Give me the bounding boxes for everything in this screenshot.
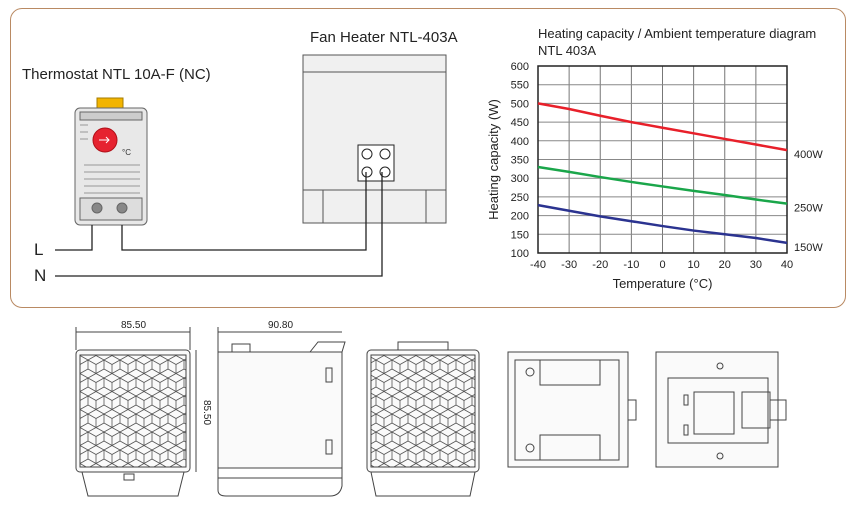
front-view xyxy=(75,327,197,497)
front-view-2 xyxy=(366,341,480,497)
x-tick-label: -40 xyxy=(530,259,546,271)
y-tick-label: 350 xyxy=(511,155,529,167)
y-tick-label: 200 xyxy=(511,211,529,223)
chart-subtitle: NTL 403A xyxy=(538,43,597,58)
rear-view xyxy=(507,351,637,468)
x-tick-label: 30 xyxy=(750,259,762,271)
y-tick-label: 600 xyxy=(511,61,529,73)
dim-front-width: 85.50 xyxy=(121,320,146,331)
series-label: 400W xyxy=(794,149,823,161)
heater-title: Fan Heater NTL-403A xyxy=(310,29,458,46)
chart-title: Heating capacity / Ambient temperature d… xyxy=(538,26,817,41)
y-axis-label: Heating capacity (W) xyxy=(486,99,501,220)
y-tick-label: 500 xyxy=(511,98,529,110)
dim-side-depth: 90.80 xyxy=(268,320,293,331)
y-tick-label: 100 xyxy=(511,248,529,260)
y-tick-label: 150 xyxy=(511,229,529,241)
x-tick-label: 0 xyxy=(659,259,665,271)
thermostat-drawing: °C xyxy=(74,97,148,226)
plot-area xyxy=(537,65,788,254)
thermostat-title: Thermostat NTL 10A-F (NC) xyxy=(22,66,211,83)
y-tick-label: 300 xyxy=(511,173,529,185)
side-view xyxy=(217,327,346,497)
x-tick-label: 40 xyxy=(781,259,793,271)
mounting-view xyxy=(655,351,787,468)
dim-front-height: 85.50 xyxy=(201,400,212,425)
neutral-label: N xyxy=(34,266,47,285)
x-tick-label: -20 xyxy=(592,259,608,271)
x-tick-label: -10 xyxy=(623,259,639,271)
series-line-150W xyxy=(537,203,788,245)
line-label: L xyxy=(34,240,44,259)
y-tick-label: 250 xyxy=(511,192,529,204)
x-tick-label: -30 xyxy=(561,259,577,271)
series-label: 250W xyxy=(794,203,823,215)
series-line-400W xyxy=(537,102,788,152)
x-tick-label: 20 xyxy=(719,259,731,271)
y-tick-label: 450 xyxy=(511,117,529,129)
heater-drawing xyxy=(302,54,447,224)
y-tick-label: 400 xyxy=(511,136,529,148)
thermostat-unit: °C xyxy=(122,148,131,157)
x-tick-label: 10 xyxy=(688,259,700,271)
wires xyxy=(55,172,383,277)
wiring-frame xyxy=(10,8,846,308)
y-tick-label: 550 xyxy=(511,80,529,92)
series-line-250W xyxy=(537,165,788,205)
series-label: 150W xyxy=(794,242,823,254)
x-axis-label: Temperature (°C) xyxy=(613,276,713,291)
